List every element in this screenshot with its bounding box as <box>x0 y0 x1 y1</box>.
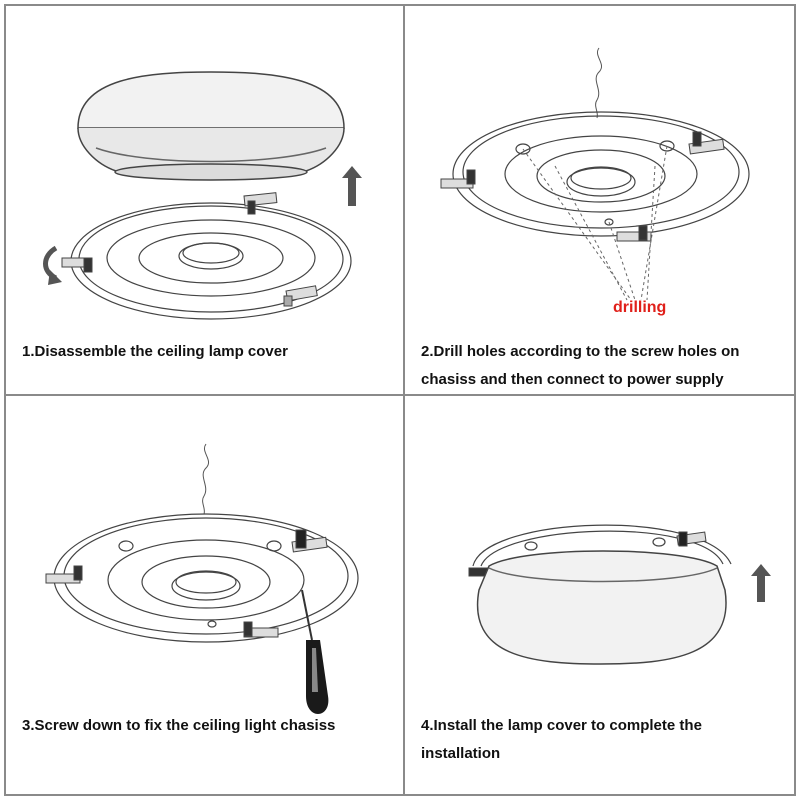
step-2-caption: 2.Drill holes according to the screw hol… <box>421 338 781 394</box>
step-2-panel: drilling 2.Drill holes according to the … <box>403 4 796 396</box>
up-arrow-icon <box>751 564 771 602</box>
power-wire <box>203 444 209 514</box>
drilling-callout: drilling <box>613 299 666 317</box>
step-1-panel: 1.Disassemble the ceiling lamp cover <box>4 4 405 396</box>
step-1-caption: 1.Disassemble the ceiling lamp cover <box>22 338 392 366</box>
chassis-rings <box>71 203 351 319</box>
lamp-cover-dome <box>78 72 344 180</box>
chassis-rings <box>54 514 358 642</box>
step-4-caption: 4.Install the lamp cover to complete the… <box>421 712 781 768</box>
step-4-panel: 4.Install the lamp cover to complete the… <box>403 394 796 796</box>
power-wire <box>596 48 602 118</box>
lamp-cover-dome <box>478 551 726 664</box>
rotate-arrow-icon <box>46 248 63 285</box>
mounting-clips <box>46 530 327 637</box>
step-3-caption: 3.Screw down to fix the ceiling light ch… <box>22 712 392 740</box>
chassis-rings <box>453 112 749 236</box>
step-3-panel: 3.Screw down to fix the ceiling light ch… <box>4 394 405 796</box>
up-arrow-icon <box>342 166 362 206</box>
